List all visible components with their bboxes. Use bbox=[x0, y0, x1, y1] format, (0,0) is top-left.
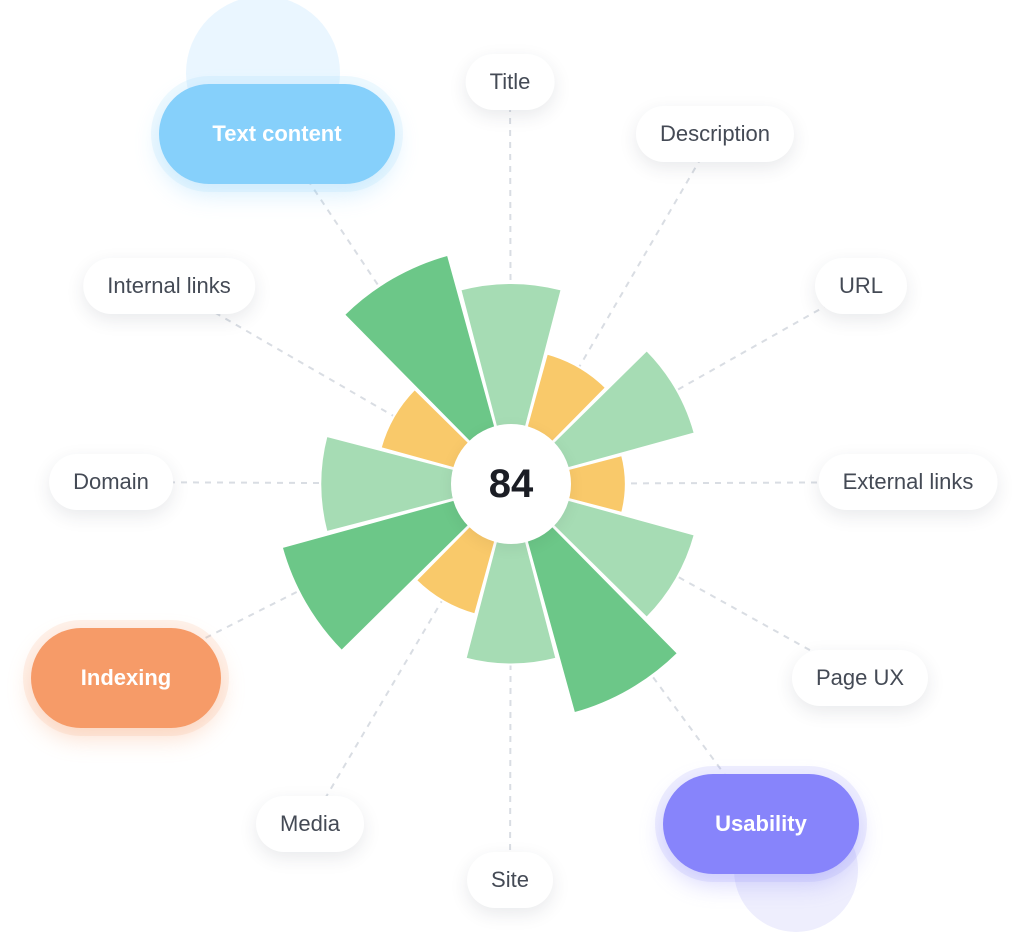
connector-line bbox=[510, 133, 716, 485]
chart-segment-9 bbox=[319, 434, 515, 534]
label-usability: Usability bbox=[663, 774, 859, 874]
label-url: URL bbox=[814, 258, 908, 314]
connector-line bbox=[510, 483, 762, 825]
chart-segment-8 bbox=[280, 482, 515, 653]
label-page-ux: Page UX bbox=[791, 650, 929, 706]
chart-segment-5 bbox=[509, 480, 680, 715]
chart-segment-11 bbox=[342, 253, 513, 488]
label-external-links: External links bbox=[818, 454, 998, 510]
label-text-content: Text content bbox=[159, 84, 395, 184]
label-media: Media bbox=[256, 796, 364, 852]
chart-segment-0 bbox=[459, 282, 563, 488]
label-description: Description bbox=[635, 106, 795, 162]
label-site: Site bbox=[467, 852, 553, 908]
score-value: 84 bbox=[488, 462, 534, 506]
connector-line bbox=[276, 133, 512, 485]
chart-segment-6 bbox=[464, 480, 558, 666]
label-internal-links: Internal links bbox=[83, 258, 255, 314]
label-title: Title bbox=[465, 54, 555, 110]
score-circle bbox=[451, 424, 571, 544]
label-domain: Domain bbox=[49, 454, 173, 510]
label-indexing: Indexing bbox=[31, 628, 221, 728]
